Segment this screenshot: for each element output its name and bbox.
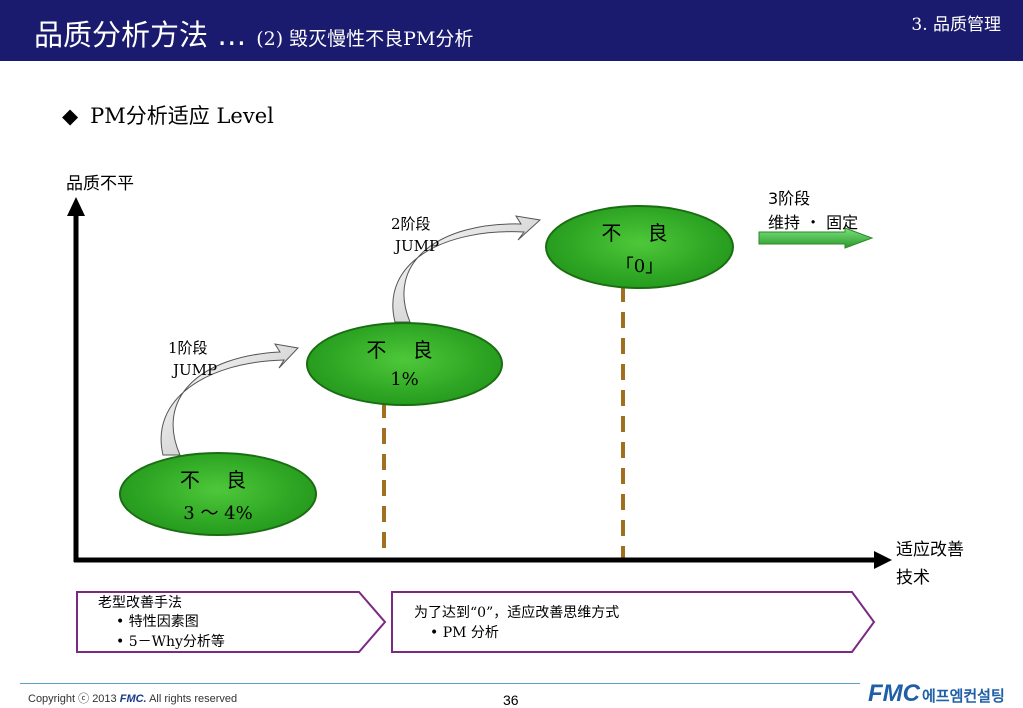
title-main: 品质分析方法 … [34,18,247,52]
copyright-brand: FMC. [119,693,147,705]
title-subtitle: (2) 毁灭慢性不良PM分析 [256,28,474,50]
curved-arrow-1 [160,343,300,456]
footer-divider [20,683,860,684]
defect-ellipse-1: 不 良 3 ～ 4% [119,452,317,536]
defect-ellipse-1-value: 3 ～ 4% [183,503,253,524]
y-axis-label: 品质不平 [66,174,134,194]
defect-ellipse-2: 不 良 1% [306,322,503,406]
x-axis-label-line1: 适应改善 [896,540,964,560]
diamond-bullet-icon: ◆ [62,104,79,128]
stage3-label: 3阶段 [768,189,811,208]
section-label: 3. 品质管理 [911,15,1001,35]
header-bar: 品质分析方法 … (2) 毁灭慢性不良PM分析 3. 品质管理 [0,0,1023,61]
defect-ellipse-2-value: 1% [390,369,419,390]
stage2-label: 2阶段 [391,215,431,233]
curved-arrow-2 [392,215,542,323]
green-block-arrow [758,227,874,249]
old-method-heading: 老型改善手法 [98,595,182,611]
defect-ellipse-3: 不 良 「0」 [545,205,734,289]
new-method-item-1: • PM 分析 [430,625,499,641]
logo-fmc: FMC [868,680,920,707]
defect-ellipse-3-value: 「0」 [615,256,664,277]
bullet-heading: ◆ PM分析适应 Level [62,100,274,130]
page-number: 36 [503,692,519,708]
defect-ellipse-3-title: 不 良 [601,221,678,245]
copyright: Copyright ⓒ 2013 FMC. All rights reserve… [28,690,237,706]
old-method-item-2: • 5－Why分析等 [116,634,225,650]
x-axis-arrowhead [874,551,892,569]
new-method-heading: 为了达到“0”，适应改善思维方式 [414,605,620,621]
stage1-jump-label: JUMP [173,361,218,379]
y-axis-arrowhead [67,197,85,216]
new-method-chevron-box [391,591,876,653]
bullet-text: PM分析适应 Level [90,104,274,128]
old-method-chevron-box [76,591,387,653]
x-axis-label-line2: 技术 [896,568,930,588]
old-method-item-1: • 特性因素图 [116,614,199,630]
page-title: 品质分析方法 … (2) 毁灭慢性不良PM分析 [34,12,473,54]
stage1-label: 1阶段 [168,339,208,357]
defect-ellipse-1-title: 不 良 [179,468,257,492]
stage2-jump-label: JUMP [395,237,440,255]
stage3-maintain-label: 维持 ・ 固定 [768,213,859,232]
defect-ellipse-2-title: 不 良 [366,338,443,362]
logo-korean: 에프엠컨설팅 [921,688,1005,705]
copyright-suffix: All rights reserved [149,693,238,705]
copyright-prefix: Copyright ⓒ 2013 [28,693,117,705]
